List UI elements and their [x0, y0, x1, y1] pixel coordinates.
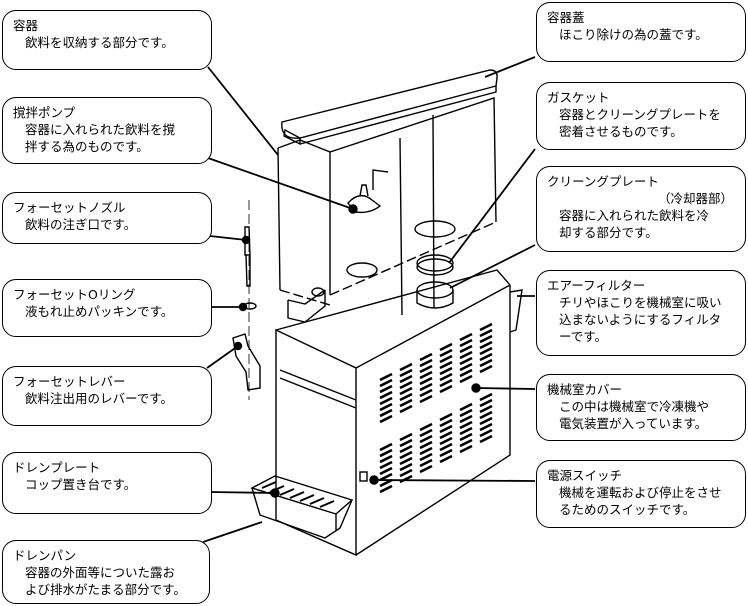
callout-container-lid: 容器蓋 ほこり除けの為の蓋です。	[536, 2, 746, 62]
callout-container: 容器 飲料を収納する部分です。	[2, 10, 212, 70]
callout-desc: チリやほこりを機械室に吸い 込まないようにするフィルタ ーです。	[559, 295, 722, 344]
leader-lines	[202, 56, 536, 543]
callout-desc: 容器に入れられた飲料を撹 拌する為のものです。	[25, 122, 176, 154]
callout-title: 容器	[13, 18, 39, 33]
power-switch-shape	[359, 471, 368, 482]
callout-title: フォーセットレバー	[13, 374, 126, 389]
air-filter-shape	[509, 289, 523, 333]
callout-machine-cover: 機械室カバー この中は機械室で冷凍機や 電気装置が入っています。	[536, 374, 746, 441]
callout-title: エアーフィルター	[547, 278, 646, 293]
callout-desc: この中は機械室で冷凍機や 電気装置が入っています。	[559, 399, 710, 431]
callout-desc: 飲料注出用のレバーです。	[25, 391, 174, 406]
callout-air-filter: エアーフィルター チリやほこりを機械室に吸い 込まないようにするフィルタ ーです…	[536, 270, 746, 356]
drain-pan-shape	[251, 487, 353, 539]
callout-desc: 容器の外面等についた露お よび排水がたまる部分です。	[25, 565, 186, 597]
callout-title: 容器蓋	[547, 10, 585, 25]
container-lid-shape	[281, 69, 498, 139]
callout-subtitle: （冷却器部）	[657, 191, 733, 206]
callout-cooling-plate: クリーングプレート （冷却器部） 容器に入れられた飲料を冷 却する部分です。	[536, 166, 746, 252]
callout-faucet-nozzle: フォーセットノズル 飲料の注ぎ口です。	[2, 192, 212, 244]
callout-title: 機械室カバー	[547, 382, 623, 397]
callout-title: 撹拌ポンプ	[13, 105, 76, 120]
callout-power-switch: 電源スイッチ 機械を運転および停止をさせ るためのスイッチです。	[536, 460, 746, 528]
callout-desc: 飲料の注ぎ口です。	[25, 217, 137, 232]
callout-desc: 容器とクリーングプレートを 密着させるものです。	[559, 107, 721, 139]
callout-title: ガスケット	[547, 90, 610, 105]
callout-title: ドレンパン	[13, 548, 77, 563]
callout-title: フォーセットノズル	[13, 200, 126, 215]
vent-grille	[379, 322, 493, 494]
callout-drain-plate: ドレンプレート コップ置き台です。	[2, 452, 212, 514]
callout-gasket: ガスケット 容器とクリーングプレートを 密着させるものです。	[536, 82, 746, 150]
machine-body-shape	[275, 269, 511, 557]
container-shape	[277, 97, 497, 316]
callout-title: 電源スイッチ	[547, 468, 623, 483]
callout-desc: 容器に入れられた飲料を冷 却する部分です。	[559, 208, 710, 240]
callout-faucet-o-ring: フォーセットOリング 液もれ止めパッキンです。	[2, 279, 212, 337]
callout-desc: 飲料を収納する部分です。	[25, 35, 174, 50]
faucet-lever-shape	[232, 333, 261, 391]
callout-desc: コップ置き台です。	[25, 477, 137, 492]
stirring-pump-shape	[347, 169, 389, 214]
callout-title: ドレンプレート	[13, 460, 101, 475]
callout-desc: 液もれ止めパッキンです。	[25, 304, 174, 319]
callout-desc: ほこり除けの為の蓋です。	[559, 27, 708, 42]
faucet-nozzle-shape	[244, 226, 251, 287]
callout-faucet-lever: フォーセットレバー 飲料注出用のレバーです。	[2, 366, 212, 426]
callout-drain-pan: ドレンパン 容器の外面等についた露お よび排水がたまる部分です。	[2, 540, 210, 604]
callout-desc: 機械を運転および停止をさせ るためのスイッチです。	[559, 485, 722, 517]
drain-plate-shape	[250, 475, 354, 515]
callout-title: クリーングプレート	[547, 174, 659, 189]
callout-stirring-pump: 撹拌ポンプ 容器に入れられた飲料を撹 拌する為のものです。	[2, 97, 212, 164]
callout-title: フォーセットOリング	[13, 287, 136, 302]
